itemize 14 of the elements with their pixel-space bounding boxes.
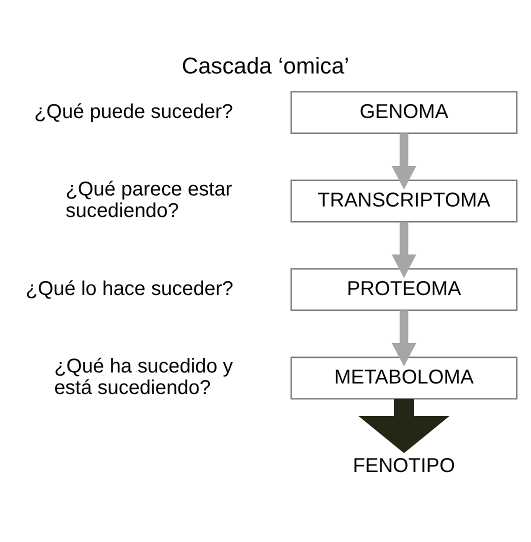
node-label: ¿Qué lo hace suceder? [26, 278, 234, 300]
diagram-title: Cascada ‘omica’ [182, 52, 350, 79]
arrow [358, 398, 450, 454]
node-box: METABOLOMA [290, 356, 518, 400]
node-label: ¿Qué parece estar sucediendo? [66, 178, 232, 222]
node-label: ¿Qué ha sucedido y está sucediendo? [54, 356, 233, 400]
arrow [392, 222, 416, 278]
node-label: ¿Qué puede suceder? [34, 100, 233, 123]
arrow [392, 133, 416, 190]
node-box: TRANSCRIPTOMA [290, 180, 518, 222]
node-text: FENOTIPO [352, 454, 456, 477]
arrow [392, 310, 416, 366]
node-box: PROTEOMA [290, 268, 518, 311]
node-box: GENOMA [290, 91, 518, 134]
